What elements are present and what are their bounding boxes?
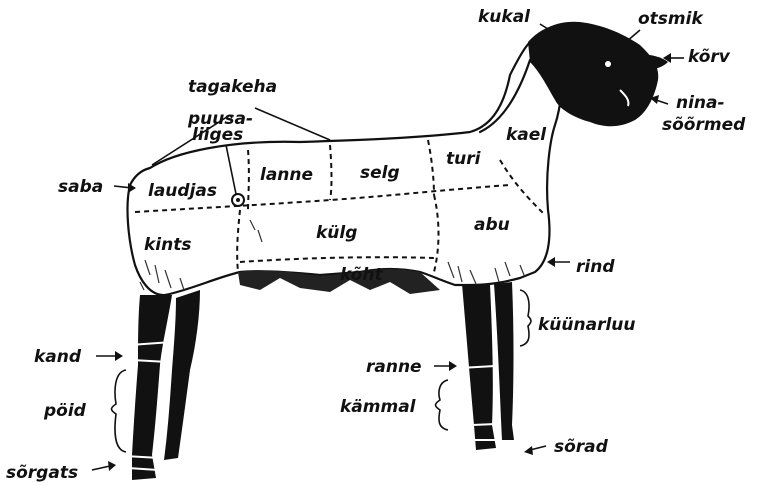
region-dividers [135, 140, 545, 272]
label-rind: rind [576, 257, 615, 277]
eye [605, 61, 611, 67]
label-turi: turi [446, 149, 482, 169]
label-korv: kõrv [688, 47, 731, 67]
label-kael: kael [506, 125, 547, 145]
label-nina-2: sõõrmed [662, 115, 746, 135]
hind-legs [124, 290, 200, 480]
label-kukal: kukal [478, 7, 531, 27]
label-ranne: ranne [366, 357, 422, 377]
label-kand: kand [34, 347, 82, 367]
body-outline [128, 30, 563, 295]
label-puusaliiges-2: liiges [192, 125, 243, 145]
label-tagakeha: tagakeha [188, 77, 277, 97]
front-legs [460, 282, 514, 450]
label-saba: saba [58, 177, 103, 197]
label-nina-1: nina- [676, 93, 725, 113]
label-kuunarluu: küünarluu [538, 315, 636, 335]
label-lanne: lanne [260, 165, 313, 185]
label-laudjas: laudjas [148, 181, 217, 201]
label-kammal: kämmal [340, 397, 417, 417]
label-abu: abu [474, 215, 510, 235]
label-kints: kints [144, 235, 191, 255]
label-otsmik: otsmik [638, 9, 704, 29]
label-koht: kõht [340, 265, 383, 285]
label-sorad: sõrad [554, 437, 609, 457]
label-poid: pöid [43, 401, 87, 421]
label-sorgats: sõrgats [6, 463, 78, 483]
head [528, 22, 658, 127]
label-kulg: külg [316, 223, 357, 243]
label-selg: selg [360, 163, 400, 183]
